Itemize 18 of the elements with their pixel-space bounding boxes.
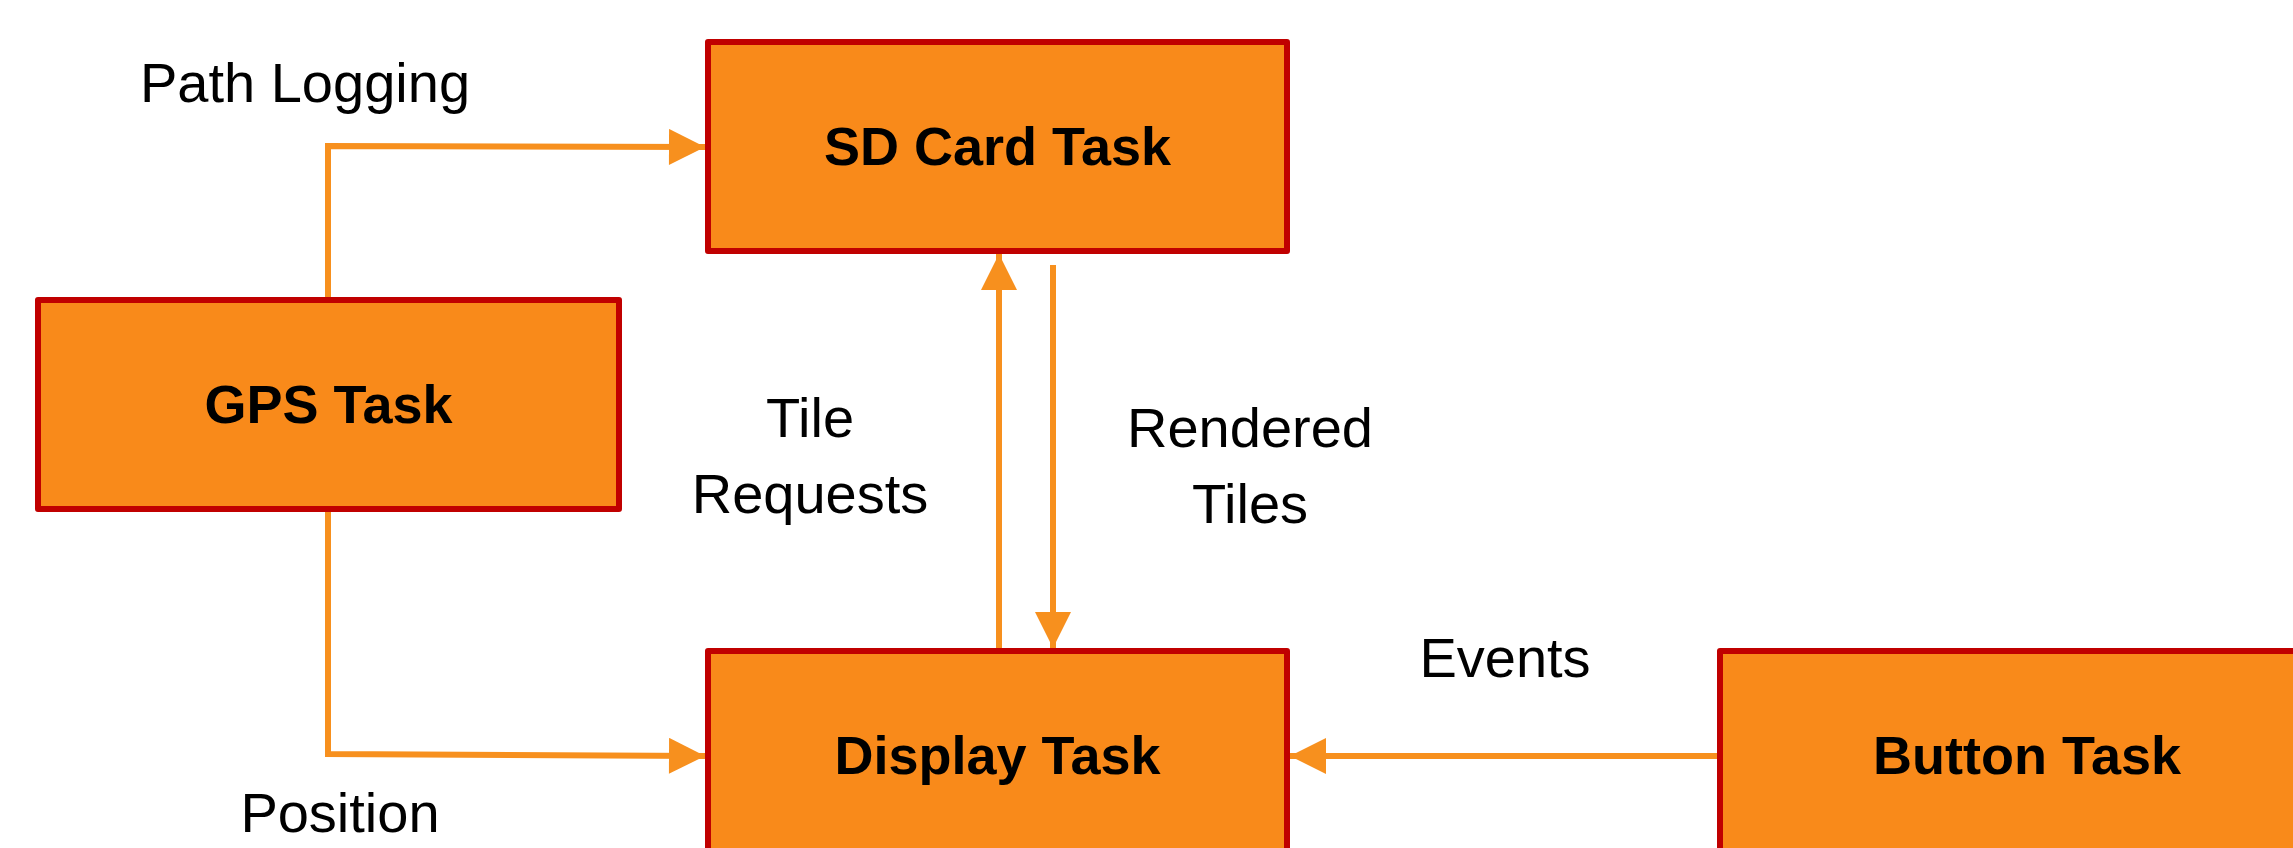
task-box: [705, 39, 1290, 254]
edge-label: Tile Requests: [690, 385, 930, 527]
arrow: [981, 254, 1017, 648]
arrow: [325, 512, 705, 774]
arrow: [1035, 265, 1071, 648]
edge-label: Path Logging: [138, 50, 472, 116]
task-label: SD Card Task: [823, 114, 1172, 178]
arrow: [325, 128, 705, 297]
edge-label: Position: [239, 780, 441, 846]
edge-label: Rendered Tiles: [1126, 395, 1374, 537]
task-box: [35, 297, 622, 512]
task-box: [1717, 648, 2293, 848]
task-label: GPS Task: [204, 372, 453, 436]
arrow: [1290, 738, 1717, 774]
edge-label: Events: [1418, 625, 1592, 691]
task-label: Display Task: [834, 723, 1161, 787]
task-box: [705, 648, 1290, 848]
task-label: Button Task: [1873, 723, 2181, 787]
